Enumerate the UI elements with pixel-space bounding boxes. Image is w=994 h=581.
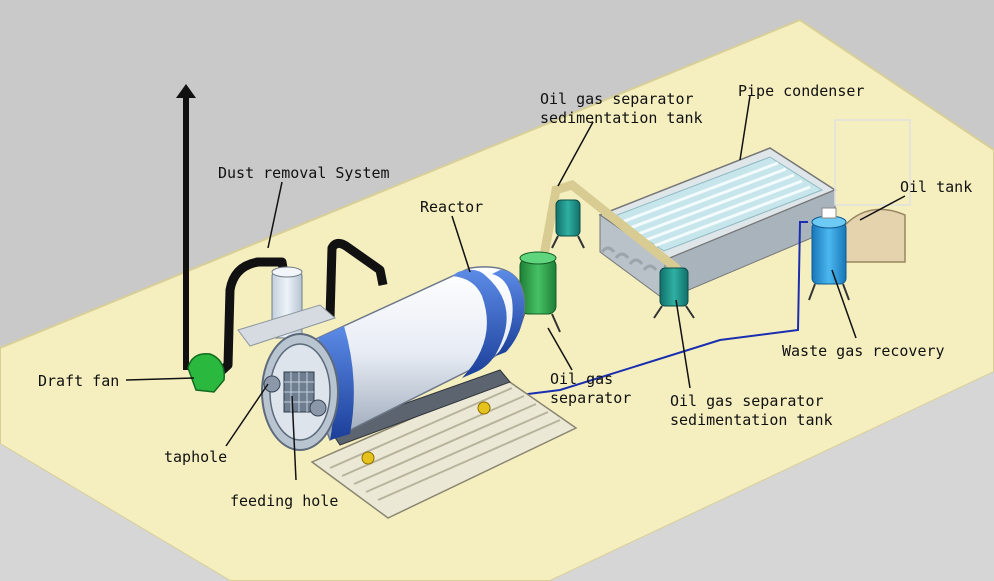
waste-gas-recovery-tank [808, 207, 850, 301]
burner-icon [361, 451, 375, 465]
condenser-coils [600, 246, 658, 271]
leader-lines [125, 95, 906, 481]
reactor [261, 266, 525, 451]
reactor-base [310, 369, 578, 519]
taphole-icon [263, 375, 281, 393]
label-sep-tank-bottom-1: Oil gas separator [670, 392, 824, 410]
flue-piping [210, 238, 388, 382]
label-waste-gas-recovery: Waste gas recovery [782, 342, 945, 360]
condenser-tubes [621, 161, 811, 248]
oil-tank [834, 119, 911, 263]
draft-fan [187, 353, 225, 393]
label-taphole: taphole [164, 448, 228, 466]
label-sep-tank-bottom-2: sedimentation tank [670, 411, 833, 429]
label-oil-tank: Oil tank [900, 178, 973, 196]
exhaust-arrow-icon [176, 84, 196, 98]
label-feeding-hole: feeding hole [230, 492, 339, 510]
label-pipe-condenser: Pipe condenser [738, 82, 865, 100]
oil-line [479, 221, 808, 401]
label-oil-gas-separator-1: Oil gas [550, 370, 614, 388]
label-dust-removal: Dust removal System [218, 164, 390, 182]
sedimentation-tank-bottom [653, 267, 695, 319]
pipe-condenser [598, 147, 837, 301]
label-oil-gas-separator-2: separator [550, 389, 632, 407]
label-reactor: Reactor [420, 198, 484, 216]
label-sep-tank-top-2: sedimentation tank [540, 109, 703, 127]
sedimentation-tank-top [551, 199, 585, 249]
dust-removal-system [237, 266, 336, 347]
chimney [176, 84, 196, 370]
burner-icon [477, 401, 491, 415]
label-sep-tank-top-1: Oil gas separator [540, 90, 694, 108]
label-draft-fan: Draft fan [38, 372, 120, 390]
gas-pipe [540, 179, 681, 273]
